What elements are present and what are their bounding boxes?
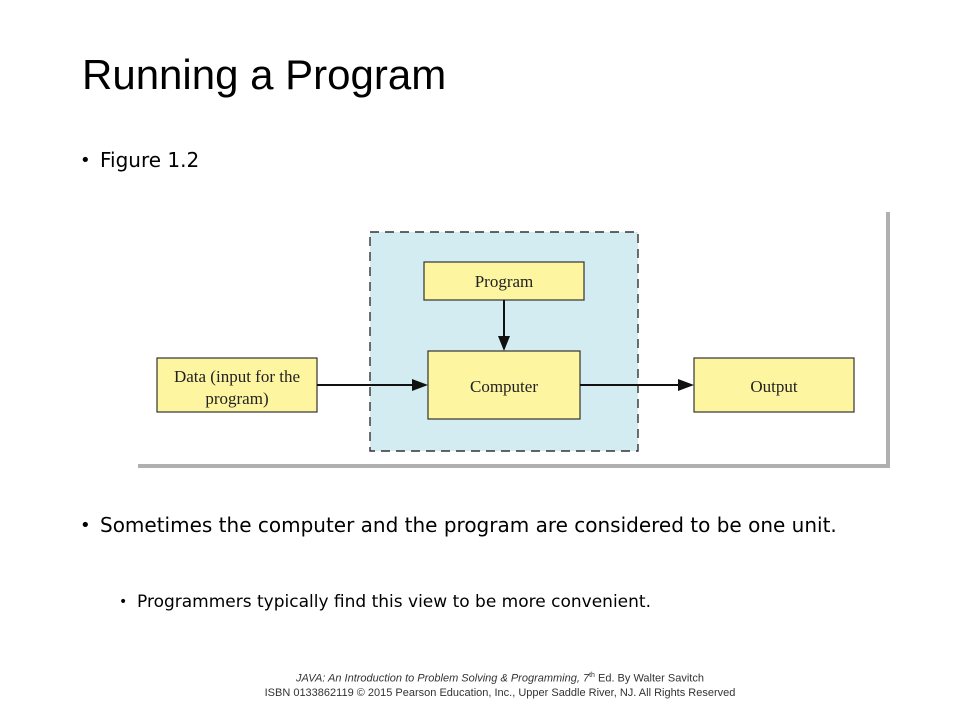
figure-1-2: Program Computer Data (input for the pro… <box>134 208 894 476</box>
arrow-head-computer-to-output <box>678 379 694 391</box>
footer-author: Ed. By Walter Savitch <box>594 672 704 685</box>
data-input-label-line1: Data (input for the <box>174 367 300 386</box>
bullet-one-unit: • Sometimes the computer and the program… <box>80 512 840 539</box>
figure-frame-inner <box>138 218 142 464</box>
running-program-diagram: Program Computer Data (input for the pro… <box>138 212 890 468</box>
footer-edition-sup: th <box>589 672 595 679</box>
arrow-head-program-to-computer <box>498 336 510 351</box>
bullet-dot: • <box>80 150 91 171</box>
footer-book-title: JAVA: An Introduction to Problem Solving… <box>296 672 590 685</box>
bullet-dot: • <box>119 594 128 610</box>
data-input-box <box>156 357 318 413</box>
bullet-text: Figure 1.2 <box>100 148 200 172</box>
bullet-dot: • <box>80 515 91 536</box>
slide-title: Running a Program <box>82 51 447 98</box>
footer-book-line: JAVA: An Introduction to Problem Solving… <box>40 669 960 686</box>
data-input-label-line2: program) <box>205 389 268 408</box>
computer-box-label: Computer <box>470 377 538 396</box>
bullet-text: Sometimes the computer and the program a… <box>100 513 837 537</box>
program-box <box>423 261 585 301</box>
figure-frame-shadow <box>138 464 890 468</box>
arrow-head-data-to-computer <box>412 379 428 391</box>
bullet-figure-ref: • Figure 1.2 <box>80 147 200 174</box>
program-box-label: Program <box>475 272 534 291</box>
sub-bullet-convenient: • Programmers typically find this view t… <box>119 590 651 614</box>
copyright-footer: JAVA: An Introduction to Problem Solving… <box>0 669 960 700</box>
output-box-label: Output <box>750 377 798 396</box>
footer-isbn-line: ISBN 0133862119 © 2015 Pearson Education… <box>264 686 736 699</box>
output-box <box>693 357 855 413</box>
bullet-text: Programmers typically find this view to … <box>137 592 651 612</box>
figure-frame-shadow-right <box>886 212 890 468</box>
